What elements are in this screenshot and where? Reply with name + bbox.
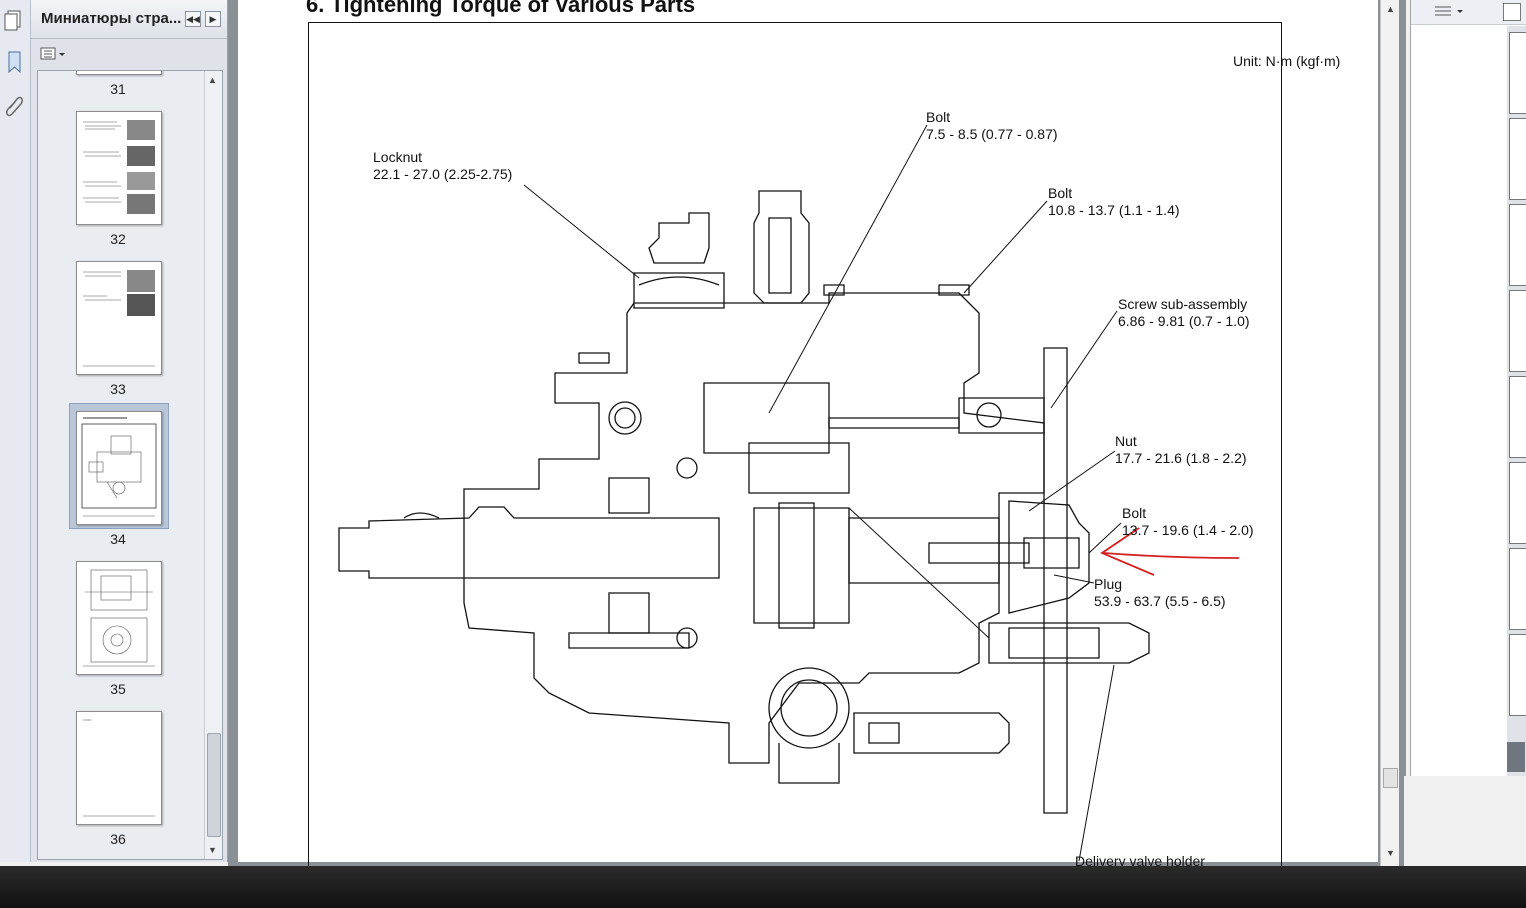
mini-page[interactable] bbox=[1509, 290, 1526, 372]
callout-screw-sub-assembly: Screw sub-assembly 6.86 - 9.81 (0.7 - 1.… bbox=[1118, 296, 1250, 330]
callout-delivery-valve-holder: Delivery valve holder bbox=[1075, 853, 1205, 870]
callout-name: Screw sub-assembly bbox=[1118, 296, 1248, 312]
options-menu-button[interactable] bbox=[39, 46, 67, 64]
callout-value: 7.5 - 8.5 (0.77 - 0.87) bbox=[926, 126, 1058, 142]
paperclip-icon[interactable] bbox=[4, 94, 24, 118]
taskbar bbox=[0, 866, 1526, 908]
callout-value: 6.86 - 9.81 (0.7 - 1.0) bbox=[1118, 313, 1250, 329]
next-button[interactable]: ▶ bbox=[205, 11, 221, 27]
secondary-window bbox=[1410, 0, 1526, 776]
figure-frame: Unit: N·m (kgf·m) bbox=[308, 22, 1340, 874]
scroll-up-icon[interactable]: ▲ bbox=[1386, 4, 1395, 14]
page-number: 34 bbox=[110, 531, 126, 547]
callout-name: Plug bbox=[1094, 576, 1123, 592]
window-button[interactable] bbox=[1503, 3, 1521, 21]
callout-value: 13.7 - 19.6 (1.4 - 2.0) bbox=[1122, 522, 1254, 538]
page-thumbnail[interactable] bbox=[76, 561, 162, 675]
page-number: 33 bbox=[110, 381, 126, 397]
scroll-top-icon[interactable] bbox=[1507, 742, 1525, 772]
callout-name: Delivery valve holder bbox=[1075, 853, 1205, 869]
page-thumbnail[interactable] bbox=[76, 261, 162, 375]
mini-page[interactable] bbox=[1509, 204, 1526, 286]
desktop-area bbox=[1404, 776, 1526, 866]
callout-nut: Nut 17.7 - 21.6 (1.8 - 2.2) bbox=[1115, 433, 1247, 467]
pages-icon[interactable] bbox=[4, 8, 24, 32]
mini-page[interactable] bbox=[1509, 634, 1526, 716]
scrollbar-thumb[interactable] bbox=[207, 733, 221, 837]
page-thumbnail-selected[interactable] bbox=[76, 411, 162, 525]
collapse-panel-button[interactable]: ◀◀ bbox=[185, 11, 201, 27]
scroll-up-icon[interactable]: ▲ bbox=[208, 75, 217, 85]
page-thumbnail[interactable] bbox=[76, 711, 162, 825]
callout-locknut: Locknut 22.1 - 27.0 (2.25-2.75) bbox=[373, 149, 512, 183]
callout-value: 17.7 - 21.6 (1.8 - 2.2) bbox=[1115, 450, 1247, 466]
callout-plug: Plug 53.9 - 63.7 (5.5 - 6.5) bbox=[1094, 576, 1226, 610]
page-number: 31 bbox=[110, 81, 126, 97]
document-scrollbar[interactable]: ▲ ▼ bbox=[1380, 0, 1399, 866]
page-heading: 6. Tightening Torque of Various Parts bbox=[306, 0, 696, 17]
callout-value: 10.8 - 13.7 (1.1 - 1.4) bbox=[1048, 202, 1180, 218]
callout-name: Locknut bbox=[373, 149, 423, 165]
callout-value: 22.1 - 27.0 (2.25-2.75) bbox=[373, 166, 513, 182]
mini-page[interactable] bbox=[1509, 376, 1526, 458]
mini-page[interactable] bbox=[1509, 32, 1526, 114]
mini-page[interactable] bbox=[1509, 118, 1526, 200]
thumbnail-list: 31 32 bbox=[37, 70, 223, 860]
page-thumbnail[interactable] bbox=[76, 111, 162, 225]
document-page: 6. Tightening Torque of Various Parts Un… bbox=[238, 0, 1378, 874]
page-number: 32 bbox=[110, 231, 126, 247]
callout-name: Bolt bbox=[1048, 185, 1073, 201]
callout-value: 53.9 - 63.7 (5.5 - 6.5) bbox=[1094, 593, 1226, 609]
callout-bolt-upper-right: Bolt 10.8 - 13.7 (1.1 - 1.4) bbox=[1048, 185, 1180, 219]
scroll-down-icon[interactable]: ▼ bbox=[1386, 848, 1395, 858]
callout-bolt-top: Bolt 7.5 - 8.5 (0.77 - 0.87) bbox=[926, 109, 1058, 143]
callout-name: Bolt bbox=[1122, 505, 1147, 521]
injection-pump-drawing bbox=[338, 124, 1240, 862]
secondary-toolbar bbox=[1411, 0, 1526, 25]
thumbnails-panel: Миниатюры стра... ◀◀ ▶ 31 32 bbox=[31, 0, 228, 862]
panel-title: Миниатюры стра... bbox=[41, 10, 182, 27]
unit-label: Unit: N·m (kgf·m) bbox=[1233, 53, 1341, 69]
page-number: 36 bbox=[110, 831, 126, 847]
mini-page[interactable] bbox=[1509, 462, 1526, 544]
mini-page[interactable] bbox=[1509, 548, 1526, 630]
thumbnail-scrollbar[interactable]: ▲ ▼ bbox=[204, 71, 222, 859]
scroll-down-icon[interactable]: ▼ bbox=[208, 845, 217, 855]
callout-name: Nut bbox=[1115, 433, 1137, 449]
list-view-icon[interactable] bbox=[1433, 4, 1467, 25]
bookmark-icon[interactable] bbox=[4, 50, 24, 74]
scrollbar-grip[interactable] bbox=[1383, 768, 1398, 788]
panel-header: Миниатюры стра... ◀◀ ▶ bbox=[31, 0, 227, 39]
navigation-rail bbox=[0, 0, 31, 862]
page-number: 35 bbox=[110, 681, 126, 697]
callout-bolt-right: Bolt 13.7 - 19.6 (1.4 - 2.0) bbox=[1122, 505, 1254, 539]
page-thumbnail[interactable] bbox=[76, 71, 162, 75]
callout-name: Bolt bbox=[926, 109, 951, 125]
red-arrow-annotation bbox=[1100, 527, 1240, 576]
